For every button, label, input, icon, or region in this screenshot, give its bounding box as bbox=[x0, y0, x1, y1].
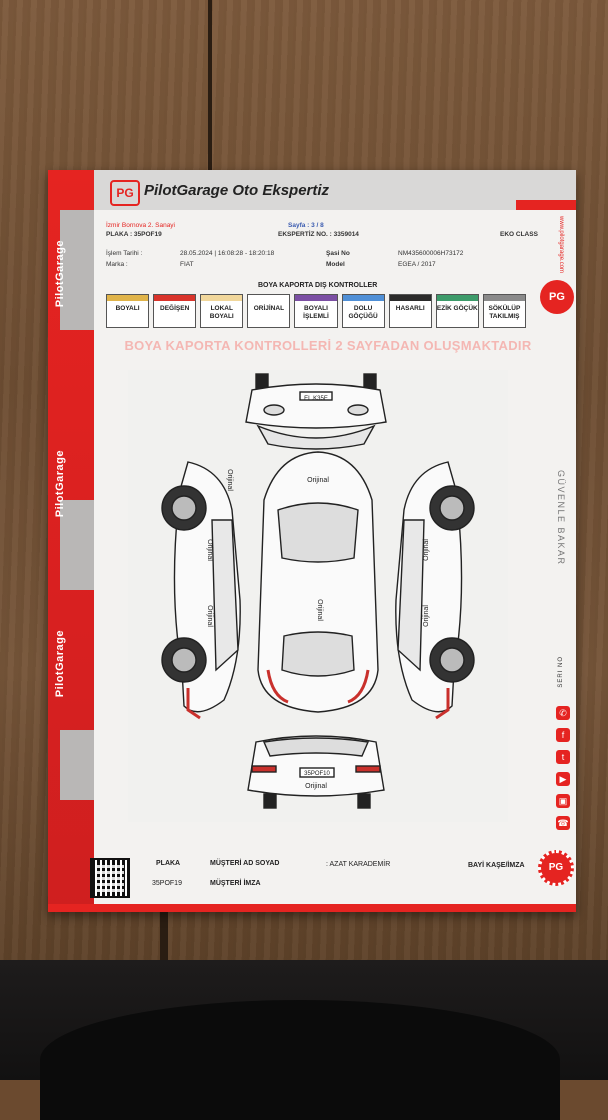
car-left-side-view bbox=[161, 461, 241, 720]
legend-ezik-gocuk: EZİK GÖÇÜK bbox=[435, 294, 479, 328]
musteri-ad-soyad-value: : AZAT KARADEMİR bbox=[326, 861, 391, 868]
table-seam bbox=[208, 0, 212, 170]
legend-swatch bbox=[201, 295, 243, 301]
car-body-diagram: EL.K35E bbox=[128, 370, 508, 822]
part-status-label: Orijinal bbox=[226, 469, 233, 491]
model-value: EGEA / 2017 bbox=[398, 261, 436, 268]
legend-swatch bbox=[107, 295, 149, 301]
legend-swatch bbox=[154, 295, 196, 301]
marka-value: FIAT bbox=[180, 261, 194, 268]
phone-icon: ☎ bbox=[556, 816, 570, 830]
side-brand-text: PilotGarage bbox=[54, 450, 66, 518]
legend-swatch bbox=[483, 295, 525, 301]
instagram-icon: ▣ bbox=[556, 794, 570, 808]
package-name: EKO CLASS bbox=[500, 231, 538, 238]
legend-swatch bbox=[295, 295, 337, 301]
legend-dolu-gocugu: DOLU GÖÇÜĞÜ bbox=[341, 294, 385, 328]
page-label: Sayfa : 3 / 8 bbox=[288, 222, 324, 229]
islem-tarihi-label: İşlem Tarihi : bbox=[106, 250, 143, 257]
slogan-text: GÜVENLE BAKAR bbox=[556, 470, 566, 566]
website-text: www.pilotgarage.com bbox=[558, 216, 564, 274]
plaka-line: PLAKA : 35POF19 bbox=[106, 231, 162, 238]
footer-plaka-value: 35POF19 bbox=[152, 880, 182, 887]
legend-sokulup-takilmis: SÖKÜLÜP TAKILMIŞ bbox=[482, 294, 526, 328]
front-plate: EL.K35E bbox=[304, 396, 328, 402]
brand-title: PilotGarage Oto Ekspertiz bbox=[144, 182, 330, 199]
paint-legend: BOYALI DEĞİŞEN LOKAL BOYALI ORİJİNAL BOY… bbox=[106, 294, 526, 328]
footer-plaka-label: PLAKA bbox=[156, 860, 181, 867]
bottom-red-strip bbox=[48, 904, 576, 912]
part-status-label: Orijinal bbox=[305, 783, 327, 790]
side-brand-text: PilotGarage bbox=[54, 240, 66, 308]
car-rear-view bbox=[247, 735, 385, 809]
qr-code bbox=[90, 858, 130, 898]
legend-lokal-boyali: LOKAL BOYALI bbox=[200, 294, 244, 328]
ekspertiz-no: EKSPERTİZ NO. : 3359014 bbox=[278, 231, 359, 238]
table-seam bbox=[160, 900, 168, 970]
pilotgarage-logo: PG bbox=[110, 180, 140, 206]
chair-shadow bbox=[40, 1000, 560, 1120]
sasi-value: NM435600006H73172 bbox=[398, 250, 464, 257]
car-top-view bbox=[257, 451, 379, 713]
legend-swatch bbox=[342, 295, 384, 301]
rear-plate: 35POF10 bbox=[304, 771, 330, 777]
legend-swatch bbox=[436, 295, 478, 301]
model-label: Model bbox=[326, 261, 345, 268]
quality-seal-icon: PG bbox=[538, 850, 574, 886]
marka-label: Marka : bbox=[106, 261, 128, 268]
part-status-label: Orijinal bbox=[423, 605, 430, 627]
bayi-kase-imza-label: BAYİ KAŞE/İMZA bbox=[468, 862, 525, 869]
car-right-side-view bbox=[395, 461, 475, 720]
pilotgarage-badge: PG bbox=[540, 280, 574, 314]
musteri-imza-label: MÜŞTERİ İMZA bbox=[210, 880, 261, 887]
legend-hasarli: HASARLI bbox=[388, 294, 432, 328]
islem-tarihi-value: 28.05.2024 | 16:08:28 - 18:20:18 bbox=[180, 250, 275, 257]
ekspertiz-form: PilotGarage PilotGarage PilotGarage PG P… bbox=[48, 170, 576, 912]
header-band bbox=[94, 170, 576, 210]
part-status-label: Orijinal bbox=[423, 539, 430, 561]
youtube-icon: ▶ bbox=[556, 772, 570, 786]
legend-swatch bbox=[248, 295, 290, 301]
car-front-view bbox=[245, 373, 387, 450]
side-brand-text: PilotGarage bbox=[54, 630, 66, 698]
section-title: BOYA KAPORTA DIŞ KONTROLLER bbox=[258, 282, 378, 289]
notice-banner: BOYA KAPORTA KONTROLLERİ 2 SAYFADAN OLUŞ… bbox=[124, 338, 532, 353]
facebook-icon: f bbox=[556, 728, 570, 742]
whatsapp-icon: ✆ bbox=[556, 706, 570, 720]
part-status-label: Orijinal bbox=[206, 539, 213, 561]
legend-boyali: BOYALI bbox=[106, 294, 150, 328]
legend-boyali-islemli: BOYALI İŞLEMLİ bbox=[294, 294, 338, 328]
sasi-label: Şasi No bbox=[326, 250, 350, 257]
part-status-label: Orijinal bbox=[206, 605, 213, 627]
seri-no-label: SERİ NO bbox=[558, 656, 564, 688]
part-status-label: Orijinal bbox=[307, 477, 329, 484]
legend-swatch bbox=[389, 295, 431, 301]
musteri-ad-soyad-label: MÜŞTERİ AD SOYAD bbox=[210, 860, 280, 867]
branch: İzmir Bornova 2. Sanayi bbox=[106, 222, 176, 229]
part-status-label: Orijinal bbox=[316, 599, 323, 621]
legend-degisen: DEĞİŞEN bbox=[153, 294, 197, 328]
left-brand-strip: PilotGarage PilotGarage PilotGarage bbox=[48, 170, 94, 912]
legend-orijinal: ORİJİNAL bbox=[247, 294, 291, 328]
twitter-icon: t bbox=[556, 750, 570, 764]
